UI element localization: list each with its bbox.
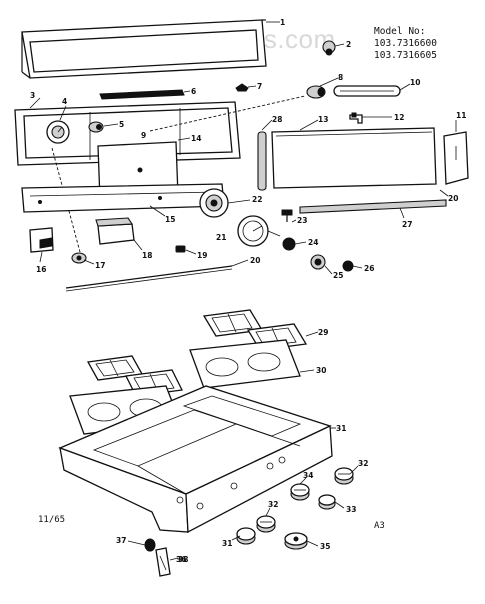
callout-31b: 31 (222, 539, 232, 548)
callout-35: 35 (320, 542, 330, 551)
callout-36: 36 (176, 555, 186, 564)
burner-knobs (236, 467, 354, 550)
callout-22: 22 (252, 195, 262, 204)
callout-24: 24 (308, 238, 318, 247)
part-21-dial (237, 215, 269, 247)
part-8-socket (306, 85, 326, 99)
callout-25: 25 (333, 271, 343, 280)
callout-33: 33 (346, 505, 356, 514)
knob-35 (284, 532, 308, 550)
part-16-box (29, 227, 54, 253)
callout-3: 3 (30, 91, 35, 100)
callout-7: 7 (257, 82, 262, 91)
part-10-lamp-tube (333, 85, 401, 97)
callout-28: 28 (272, 115, 282, 124)
callout-11: 11 (456, 111, 466, 120)
callout-labels: 1 2 3 4 5 6 7 8 9 10 11 12 13 14 15 16 1… (30, 18, 466, 564)
part-15-rail (21, 183, 225, 213)
part-19-clip (175, 245, 186, 253)
part-9-dashed-line (51, 95, 306, 253)
part-25-knob (310, 254, 326, 270)
callout-5: 5 (119, 120, 124, 129)
part-22-timer (199, 188, 229, 218)
knob-34 (290, 483, 310, 501)
footer-date: 11/65 (38, 515, 65, 525)
callout-2: 2 (346, 40, 351, 49)
part-37-button (144, 538, 156, 552)
part-27-strip (299, 199, 447, 214)
callout-9: 9 (141, 131, 146, 140)
callout-20b: 20 (448, 194, 458, 203)
part-17-connector (71, 252, 87, 264)
callout-34: 34 (303, 471, 313, 480)
callout-15: 15 (165, 215, 175, 224)
callout-38: 38 (178, 555, 188, 564)
callout-18: 18 (142, 251, 152, 260)
part-24-knob (282, 237, 296, 251)
callout-19: 19 (197, 251, 207, 260)
callout-4: 4 (62, 97, 67, 106)
callout-21: 21 (216, 233, 226, 242)
knob-32-right (334, 467, 354, 485)
callout-27: 27 (402, 220, 412, 229)
footer-sheet: A3 (374, 521, 385, 531)
part-31-frame (58, 385, 333, 534)
part-38-pointer (155, 547, 171, 577)
model-heading: Model No: (374, 26, 425, 37)
part-23-screw (281, 209, 293, 222)
callout-29: 29 (318, 328, 328, 337)
part-11-end-plate (443, 131, 469, 185)
callout-32b: 32 (268, 500, 278, 509)
part-28-trim-strip (257, 131, 267, 191)
knob-33 (318, 494, 336, 510)
part-26-knob (342, 260, 354, 272)
callout-20: 20 (250, 256, 260, 265)
callout-13: 13 (318, 115, 328, 124)
part-4-clock (46, 120, 70, 144)
leader-lines (29, 21, 457, 561)
knob-31 (236, 527, 256, 545)
part-7-clip (235, 83, 249, 92)
part-1-back-box (21, 19, 267, 79)
callout-10: 10 (410, 78, 420, 87)
callout-31: 31 (336, 424, 346, 433)
callout-26: 26 (364, 264, 374, 273)
callout-14: 14 (191, 134, 201, 143)
callout-1: 1 (280, 18, 285, 27)
model-number-2: 103.7316605 (374, 50, 437, 61)
part-6-slot (99, 89, 185, 100)
part-12-bracket (349, 112, 363, 124)
callout-23: 23 (297, 216, 307, 225)
part-2-knob (322, 40, 336, 56)
knob-32-left (256, 515, 276, 533)
part-20-rod (65, 265, 233, 292)
part-18-block (95, 217, 135, 245)
part-30-drip-plate (189, 339, 301, 389)
callout-8: 8 (338, 73, 343, 82)
callout-32: 32 (358, 459, 368, 468)
callout-37: 37 (116, 536, 126, 545)
callout-17: 17 (95, 261, 105, 270)
model-number-1: 103.7316600 (374, 38, 437, 49)
callout-6: 6 (191, 87, 196, 96)
part-5-switch (88, 121, 104, 133)
callout-12: 12 (394, 113, 404, 122)
part-13-lens-panel (271, 127, 437, 189)
part-3-control-panel (14, 101, 241, 166)
callout-30: 30 (316, 366, 326, 375)
callout-16: 16 (36, 265, 46, 274)
